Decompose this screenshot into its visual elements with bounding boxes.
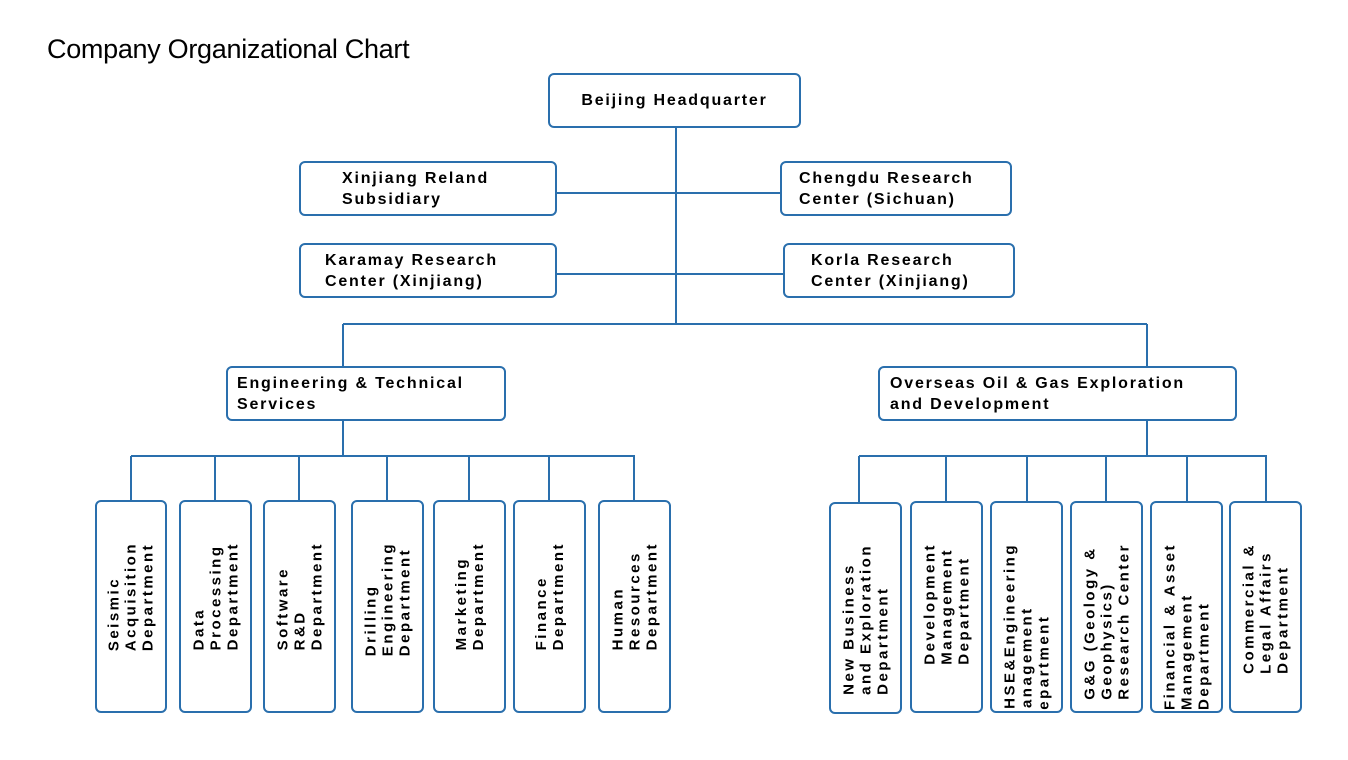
dept-finance: Finance Department xyxy=(513,500,586,713)
dept-commercial-legal-affairs: Commercial & Legal Affairs Department xyxy=(1229,501,1302,713)
dept-label: Drilling Engineering Department xyxy=(362,542,413,657)
engineering-label: Engineering & Technical Services xyxy=(237,374,464,413)
dept-label: Marketing Department xyxy=(452,542,487,651)
box-overseas-oil-gas: Overseas Oil & Gas Exploration and Devel… xyxy=(878,366,1237,421)
dept-software-rd: Software R&D Department xyxy=(263,500,336,713)
box-xinjiang-reland-subsidiary: Xinjiang Reland Subsidiary xyxy=(299,161,557,216)
dept-gg-research-center: G&G (Geology & Geophysics) Research Cent… xyxy=(1070,501,1143,713)
dept-label: Finance Department xyxy=(532,542,567,651)
dept-drilling-engineering: Drilling Engineering Department xyxy=(351,500,424,713)
chengdu-label: Chengdu Research Center (Sichuan) xyxy=(799,169,974,208)
dept-label: Data Processing Department xyxy=(190,542,241,651)
dept-marketing: Marketing Department xyxy=(433,500,506,713)
dept-seismic-acquisition: Seismic Acquisition Department xyxy=(95,500,167,713)
dept-human-resources: Human Resources Department xyxy=(598,500,671,713)
dept-label: Software R&D Department xyxy=(274,542,325,651)
dept-label: New Business and Exploration Department xyxy=(840,544,891,695)
dept-development-management: Development Management Department xyxy=(910,501,983,713)
dept-label: Human Resources Department xyxy=(609,542,660,651)
dept-label: Financial & Asset Management Department xyxy=(1161,543,1212,710)
dept-qhse-engineering-management: QHSE&Engineering Management Department xyxy=(990,501,1063,713)
dept-label: G&G (Geology & Geophysics) Research Cent… xyxy=(1081,543,1132,700)
dept-label: QHSE&Engineering Management Department xyxy=(1001,543,1052,713)
root-label: Beijing Headquarter xyxy=(581,92,768,109)
dept-label: Commercial & Legal Affairs Department xyxy=(1240,543,1291,674)
korla-label: Korla Research Center (Xinjiang) xyxy=(811,251,970,290)
dept-financial-asset-management: Financial & Asset Management Department xyxy=(1150,501,1223,713)
overseas-label: Overseas Oil & Gas Exploration and Devel… xyxy=(890,374,1185,413)
karamay-label: Karamay Research Center (Xinjiang) xyxy=(325,251,498,290)
dept-new-business-exploration: New Business and Exploration Department xyxy=(829,502,902,714)
dept-label: Seismic Acquisition Department xyxy=(105,542,157,652)
box-chengdu-research-center: Chengdu Research Center (Sichuan) xyxy=(780,161,1012,216)
root-box-beijing-headquarter: Beijing Headquarter xyxy=(548,73,801,128)
box-korla-research-center: Korla Research Center (Xinjiang) xyxy=(783,243,1015,298)
chart-title: Company Organizational Chart xyxy=(47,34,410,64)
dept-label: Development Management Department xyxy=(921,543,972,665)
box-karamay-research-center: Karamay Research Center (Xinjiang) xyxy=(299,243,557,298)
dept-data-processing: Data Processing Department xyxy=(179,500,252,713)
box-engineering-technical-services: Engineering & Technical Services xyxy=(226,366,506,421)
xinjiang-label: Xinjiang Reland Subsidiary xyxy=(342,169,490,208)
